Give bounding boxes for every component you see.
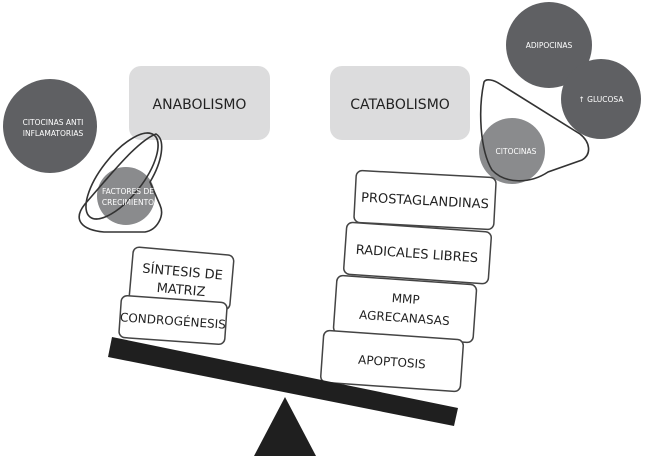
radicales-libres-box — [343, 221, 492, 285]
citocinas-anti-line2: INFLAMATORIAS — [23, 129, 84, 138]
citocinas-anti-inflamatorias-circle — [3, 79, 97, 173]
glucosa-label: ↑ GLUCOSA — [579, 95, 625, 104]
condrogenesis-box — [118, 295, 228, 345]
seesaw-fulcrum — [254, 397, 316, 456]
left-funnel-rim — [85, 132, 159, 220]
factores-crecimiento-circle — [97, 167, 155, 225]
glucosa-circle — [561, 59, 641, 139]
seesaw-beam — [108, 337, 458, 426]
prostaglandinas-label: PROSTAGLANDINAS — [361, 191, 490, 213]
citocinas-circle — [479, 118, 545, 184]
right-funnel — [479, 79, 590, 182]
mmp-line1: MMP — [391, 291, 420, 307]
factores-line2: CRECIMIENTO — [102, 198, 154, 207]
sintesis-line1: SÍNTESIS DE — [142, 261, 224, 284]
adipocinas-circle — [506, 2, 592, 88]
citocinas-label: CITOCINAS — [496, 147, 537, 156]
prostaglandinas-box — [353, 169, 497, 231]
factores-line1: FACTORES DE — [102, 187, 154, 196]
sintesis-line2: MATRIZ — [156, 281, 206, 300]
citocinas-anti-line1: CITOCINAS ANTI — [23, 118, 84, 127]
anabolismo-label: ANABOLISMO — [153, 97, 247, 113]
mmp-line2: AGRECANASAS — [359, 308, 450, 328]
apoptosis-box — [320, 329, 464, 393]
apoptosis-label: APOPTOSIS — [358, 353, 426, 372]
catabolismo-box — [330, 66, 470, 140]
left-funnel — [78, 133, 163, 233]
condrogenesis-label: CONDROGÉNESIS — [120, 309, 227, 331]
catabolismo-label: CATABOLISMO — [350, 97, 450, 113]
anabolismo-box — [129, 66, 270, 140]
adipocinas-label: ADIPOCINAS — [526, 41, 573, 50]
